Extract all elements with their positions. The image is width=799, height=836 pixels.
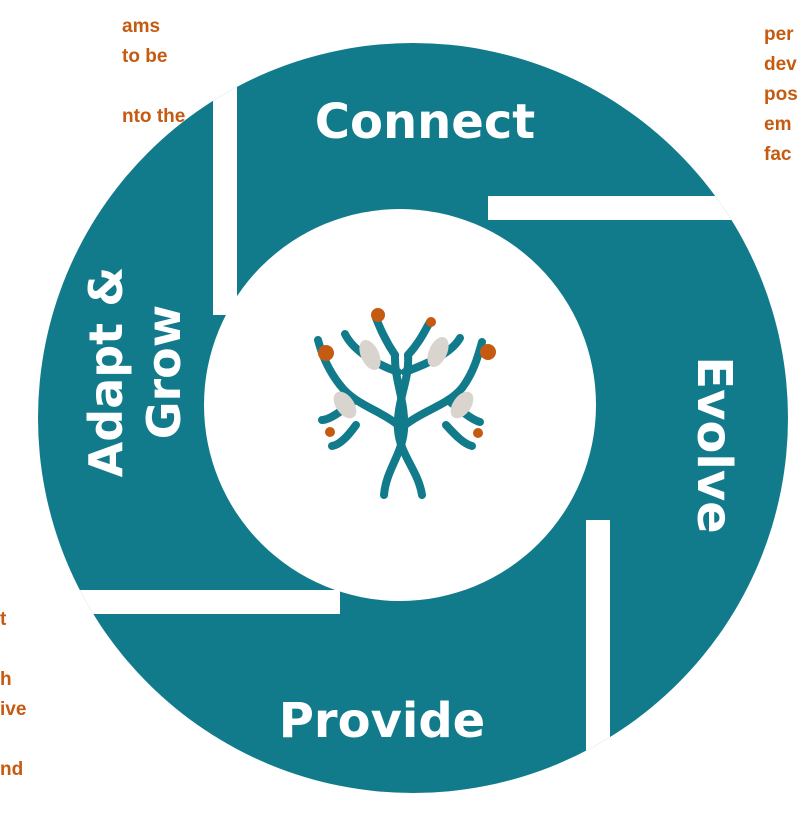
berry-icon — [473, 428, 483, 438]
berry-icon — [325, 427, 335, 437]
leaf-icon — [333, 391, 357, 419]
text-line: em — [764, 114, 792, 135]
tree-icon — [314, 308, 496, 499]
text-line: h — [0, 669, 12, 690]
segment-label-connect: Connect — [315, 94, 536, 150]
leaf-icon — [359, 340, 381, 370]
segment-label-adapt-line2: Grow — [137, 305, 191, 440]
segment-label-evolve: Evolve — [686, 356, 742, 533]
segment-label-adapt-grow: Adapt & Grow — [79, 267, 191, 478]
segment-label-adapt-line1: Adapt & — [79, 267, 133, 478]
text-line: ive — [0, 699, 27, 720]
berry-icon — [371, 308, 385, 322]
segment-label-provide: Provide — [279, 693, 485, 749]
text-line: pos — [764, 84, 798, 105]
separator-top — [213, 43, 237, 315]
bottom-left-text-fragment: t h ive nd — [0, 605, 26, 785]
top-right-text-fragment: per dev pos em fac — [764, 20, 798, 170]
leaf-icon — [427, 337, 449, 367]
text-line: ams — [122, 16, 161, 37]
text-line: nto the — [122, 106, 186, 127]
berry-icon — [318, 345, 334, 361]
berry-icon — [480, 344, 496, 360]
separator-bottom — [586, 520, 610, 793]
text-line: t — [0, 609, 7, 630]
separator-right — [488, 196, 788, 220]
berry-icon — [426, 317, 436, 327]
separator-left — [38, 590, 340, 614]
text-line: fac — [764, 144, 792, 165]
text-line: dev — [764, 54, 797, 75]
top-left-text-fragment: ams to be nto the — [122, 12, 185, 132]
text-line: per — [764, 24, 794, 45]
text-line: to be — [122, 46, 168, 67]
leaf-icon — [450, 391, 474, 419]
text-line: nd — [0, 759, 24, 780]
